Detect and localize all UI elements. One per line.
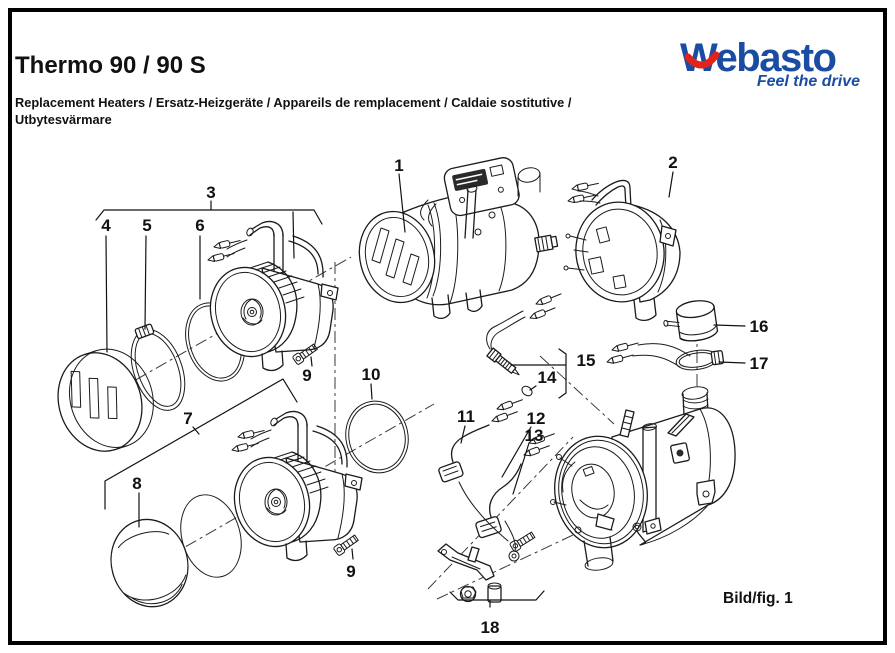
callout-13: 13 [525, 426, 544, 445]
page-subtitle: Replacement Heaters / Ersatz-Heizgeräte … [15, 95, 572, 127]
brand-tagline: Feel the drive [757, 73, 860, 90]
callout-9b: 9 [346, 562, 355, 581]
callout-16: 16 [750, 317, 769, 336]
leader-14 [529, 385, 537, 391]
callout-10: 10 [362, 365, 381, 384]
leader-17 [718, 361, 746, 364]
webasto-wordmark: Webasto [680, 36, 836, 80]
callout-5: 5 [142, 216, 151, 235]
part-11-sensor-cable [438, 396, 524, 483]
bracket-18 [449, 590, 545, 608]
part-16-cover-cap [663, 300, 719, 342]
callout-18: 18 [481, 618, 500, 637]
leader-9b [351, 548, 354, 560]
part-10-o-ring [345, 400, 409, 474]
page-border [8, 8, 887, 645]
part-5-hose-clamp [130, 323, 186, 411]
leader-4 [105, 235, 108, 353]
brand-logo: Webasto Feel the drive [680, 36, 860, 90]
leader-5 [144, 235, 147, 330]
part-12-13-sensor-cable [475, 430, 556, 562]
callout-11: 11 [457, 407, 475, 426]
callout-1: 1 [394, 156, 403, 175]
part-15-glow-plug-harness [486, 290, 691, 397]
leader-9a [310, 356, 313, 367]
leader-16 [713, 324, 746, 327]
part-8-end-cover [110, 518, 189, 608]
callout-8: 8 [132, 474, 141, 493]
webasto-smile-icon [684, 51, 720, 69]
figure-caption: Bild/fig. 1 [723, 590, 793, 607]
callout-15: 15 [577, 351, 596, 370]
bracket-3 [95, 200, 323, 259]
leader-2 [668, 171, 674, 198]
callout-12: 12 [527, 409, 546, 428]
callout-3: 3 [206, 183, 215, 202]
part-7-gasket [180, 494, 242, 578]
leader-10 [370, 383, 373, 400]
callout-9a: 9 [302, 366, 311, 385]
leader-11 [460, 425, 466, 444]
part-3-blower-assembly [201, 222, 338, 371]
part-7-blower-assembly [225, 412, 362, 561]
callout-2: 2 [668, 153, 677, 172]
callout-17: 17 [750, 354, 769, 373]
leader-13 [512, 442, 530, 495]
callout-6: 6 [195, 216, 204, 235]
part-2-burner-head [563, 179, 681, 322]
callout-7: 7 [183, 409, 192, 428]
bracket-15 [510, 348, 567, 399]
callout-numbers: 1 2 3 4 5 6 7 8 9 9 10 11 12 13 14 15 16… [101, 153, 768, 637]
callout-leaders [95, 171, 746, 608]
part-4-end-cap [57, 348, 154, 452]
leader-1 [398, 173, 406, 233]
callout-4: 4 [101, 216, 111, 235]
part-17-clamp [675, 349, 725, 371]
heat-exchanger-body [550, 386, 736, 571]
callout-14: 14 [538, 368, 557, 387]
part-18-mounting-hardware [437, 481, 537, 603]
leader-12 [501, 426, 532, 478]
part-1-heater-unit [358, 157, 559, 320]
page-title: Thermo 90 / 90 S [15, 52, 206, 79]
part-14-o-ring-small [521, 385, 533, 397]
bracket-7 [104, 378, 298, 510]
